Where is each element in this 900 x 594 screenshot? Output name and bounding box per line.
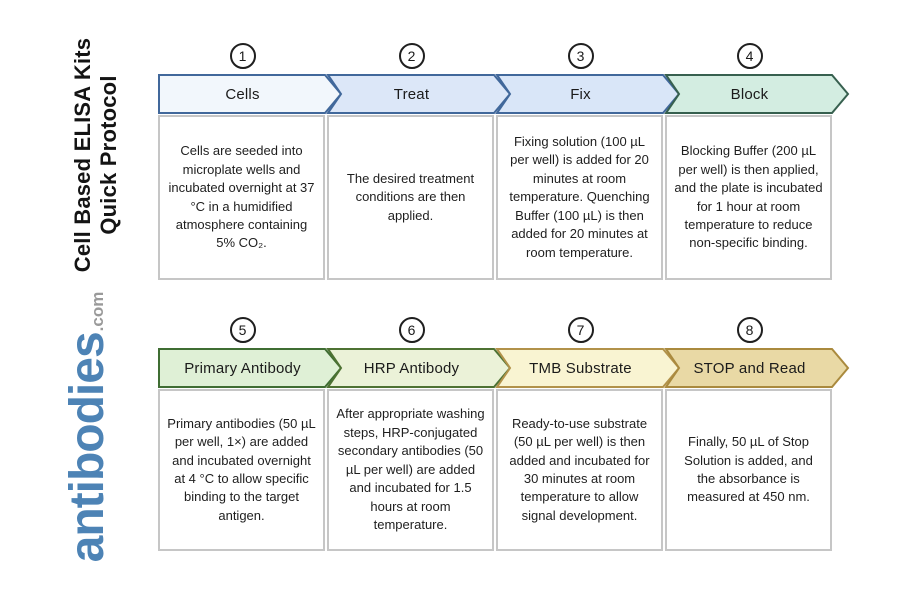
- step-description-primary-antibody: Primary antibodies (50 µL per well, 1×) …: [158, 389, 325, 551]
- step-number-row-2: 5 6 7 8: [158, 317, 834, 343]
- step-arrow-hrp-antibody: [326, 348, 512, 388]
- step-arrow-cells: [158, 74, 343, 114]
- step-number-row-1: 1 2 3 4: [158, 43, 834, 69]
- arrow-banner-row-2: Primary Antibody HRP Antibody TMB Substr…: [158, 348, 858, 388]
- step-arrow-treat: [326, 74, 512, 114]
- step-description-hrp-antibody: After appropriate washing steps, HRP-con…: [327, 389, 494, 551]
- step-number-badge-8: 8: [736, 317, 763, 343]
- step-description-treat: The desired treatment conditions are the…: [327, 115, 494, 280]
- page-title-line2: Quick Protocol: [96, 75, 121, 235]
- step-description-tmb-substrate: Ready-to-use substrate (50 µL per well) …: [496, 389, 663, 551]
- step-number-badge-5: 5: [229, 317, 256, 343]
- protocol-flow: 1 2 3 4 Cells Treat Fix Block: [158, 43, 858, 551]
- step-number-badge-4: 4: [736, 43, 763, 69]
- step-number-badge-3: 3: [567, 43, 594, 69]
- step-arrow-tmb-substrate: [495, 348, 681, 388]
- brand-logo-suffix: .com: [88, 291, 107, 332]
- protocol-row-2: 5 6 7 8 Primary Antibody HRP Antibody TM…: [158, 317, 858, 551]
- brand-logo-text: antibodies: [61, 332, 114, 563]
- description-row-1: Cells are seeded into microplate wells a…: [158, 115, 834, 280]
- step-arrow-block: [664, 74, 850, 114]
- step-number-badge-2: 2: [398, 43, 425, 69]
- step-arrow-primary-antibody: [158, 348, 343, 388]
- brand-logo: antibodies.com: [60, 277, 116, 577]
- arrow-banner-row-1: Cells Treat Fix Block: [158, 74, 858, 114]
- description-row-2: Primary antibodies (50 µL per well, 1×) …: [158, 389, 834, 551]
- page-title-line1: Cell Based ELISA Kits: [70, 37, 95, 273]
- protocol-row-1: 1 2 3 4 Cells Treat Fix Block: [158, 43, 858, 280]
- step-description-fix: Fixing solution (100 µL per well) is add…: [496, 115, 663, 280]
- step-number-badge-1: 1: [229, 43, 256, 69]
- step-arrow-stop-and-read: [664, 348, 850, 388]
- step-description-stop-and-read: Finally, 50 µL of Stop Solution is added…: [665, 389, 832, 551]
- step-description-cells: Cells are seeded into microplate wells a…: [158, 115, 325, 280]
- page-title: Cell Based ELISA Kits Quick Protocol: [70, 35, 124, 275]
- step-number-badge-7: 7: [567, 317, 594, 343]
- step-number-badge-6: 6: [398, 317, 425, 343]
- step-description-block: Blocking Buffer (200 µL per well) is the…: [665, 115, 832, 280]
- step-arrow-fix: [495, 74, 681, 114]
